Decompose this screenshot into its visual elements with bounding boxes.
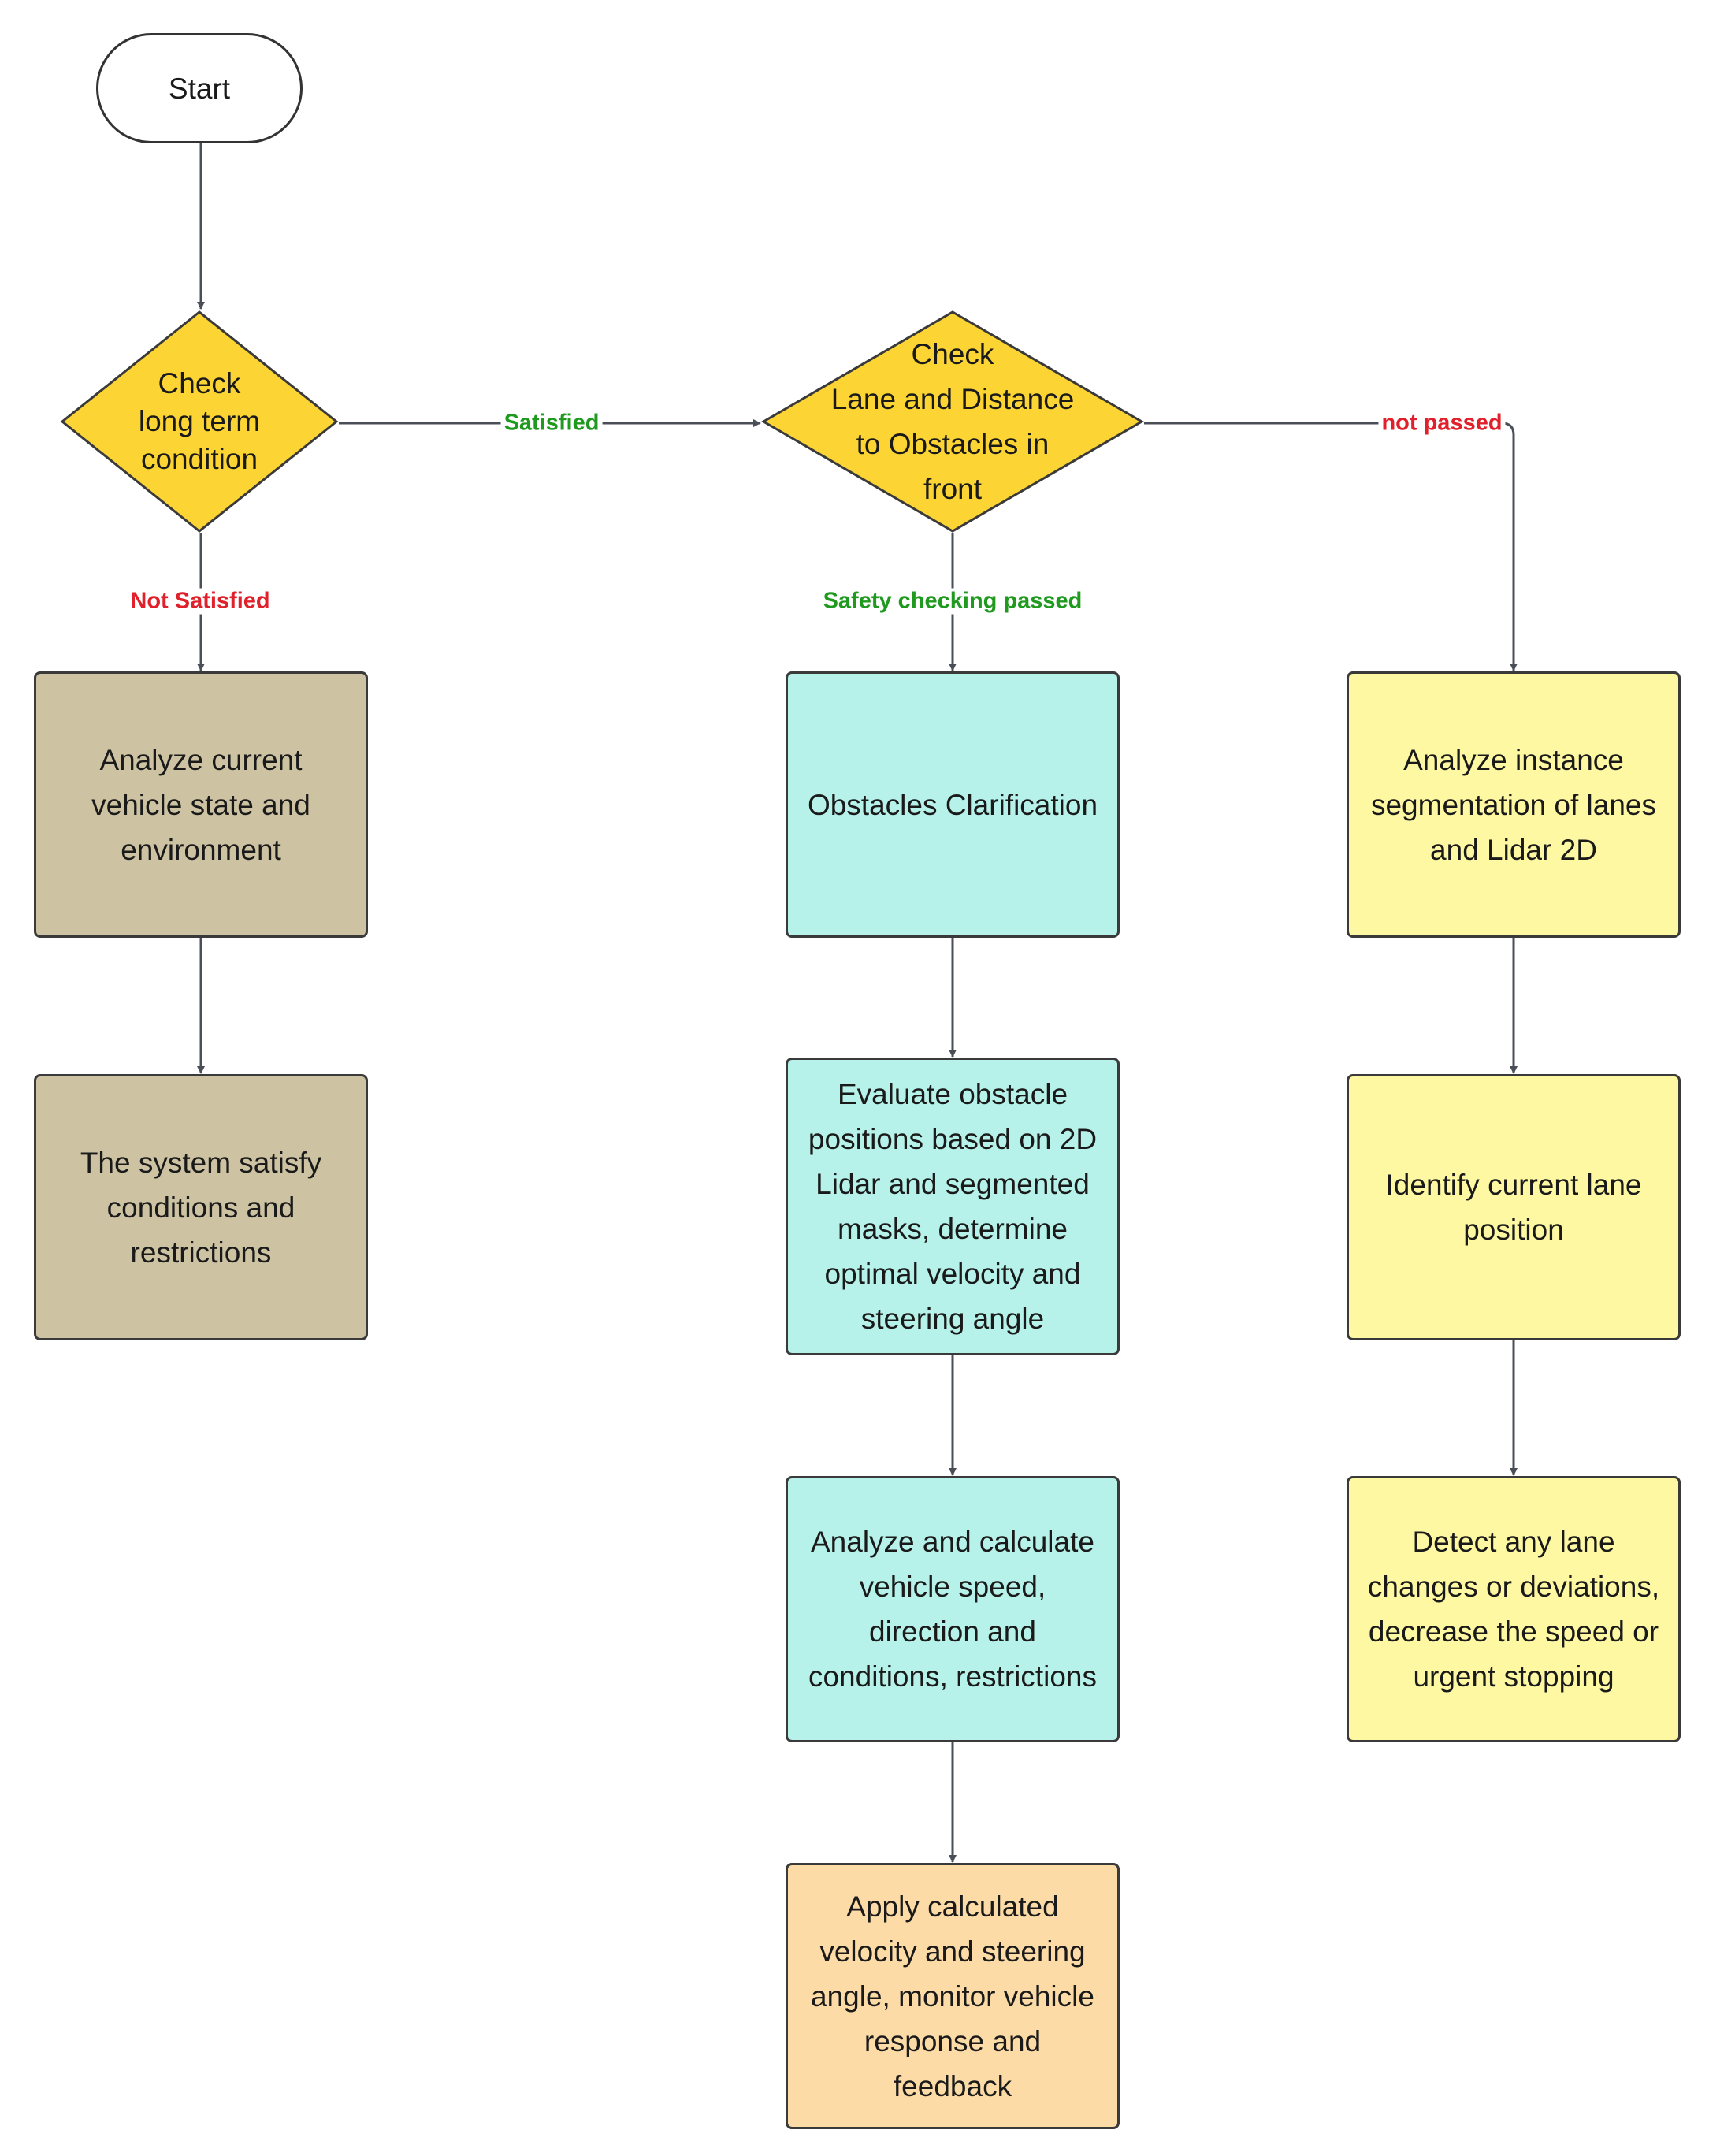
label-not-passed: not passed bbox=[1378, 410, 1506, 437]
box-detect-lane-changes: Detect any lane changes or deviations, d… bbox=[1347, 1476, 1681, 1742]
box-obstacles-clarification: Obstacles Clarification bbox=[786, 671, 1120, 938]
box-analyze-instance: Analyze instance segmentation of lanes a… bbox=[1347, 671, 1681, 938]
analyze-vehicle-state-text: Analyze current vehicle state and enviro… bbox=[91, 743, 310, 866]
decision-lane-distance: Check Lane and Distance to Obstacles in … bbox=[761, 310, 1144, 533]
box-analyze-calculate: Analyze and calculate vehicle speed, dir… bbox=[786, 1476, 1120, 1742]
decision-long-term-shape bbox=[60, 310, 339, 533]
box-analyze-vehicle-state: Analyze current vehicle state and enviro… bbox=[34, 671, 368, 938]
start-label: Start bbox=[168, 72, 231, 105]
decision-long-term-label: Check long term condition bbox=[138, 367, 261, 475]
identify-lane-text: Identify current lane position bbox=[1385, 1169, 1642, 1246]
start-terminal: Start bbox=[96, 33, 303, 143]
apply-calculated-text: Apply calculated velocity and steering a… bbox=[811, 1890, 1094, 2102]
box-evaluate-obstacle: Evaluate obstacle positions based on 2D … bbox=[786, 1058, 1120, 1355]
decision-lane-distance-label: Check Lane and Distance to Obstacles in … bbox=[830, 338, 1075, 505]
obstacles-clarification-text: Obstacles Clarification bbox=[807, 788, 1098, 821]
decision-lane-distance-shape bbox=[761, 310, 1144, 533]
system-satisfy-text: The system satisfy conditions and restri… bbox=[80, 1146, 322, 1269]
label-not-satisfied: Not Satisfied bbox=[127, 588, 273, 615]
evaluate-obstacle-text: Evaluate obstacle positions based on 2D … bbox=[808, 1078, 1098, 1335]
decision-long-term-condition: Check long term condition bbox=[60, 310, 339, 533]
box-apply-calculated: Apply calculated velocity and steering a… bbox=[786, 1863, 1120, 2129]
detect-lane-changes-text: Detect any lane changes or deviations, d… bbox=[1367, 1526, 1660, 1693]
box-identify-lane: Identify current lane position bbox=[1347, 1074, 1681, 1340]
label-satisfied: Satisfied bbox=[500, 410, 603, 437]
analyze-instance-text: Analyze instance segmentation of lanes a… bbox=[1370, 743, 1656, 866]
label-safety-passed: Safety checking passed bbox=[819, 588, 1086, 615]
analyze-calculate-text: Analyze and calculate vehicle speed, dir… bbox=[808, 1526, 1098, 1693]
edge-lane-distance-to-instance bbox=[1144, 422, 1518, 671]
box-system-satisfy: The system satisfy conditions and restri… bbox=[34, 1074, 368, 1340]
